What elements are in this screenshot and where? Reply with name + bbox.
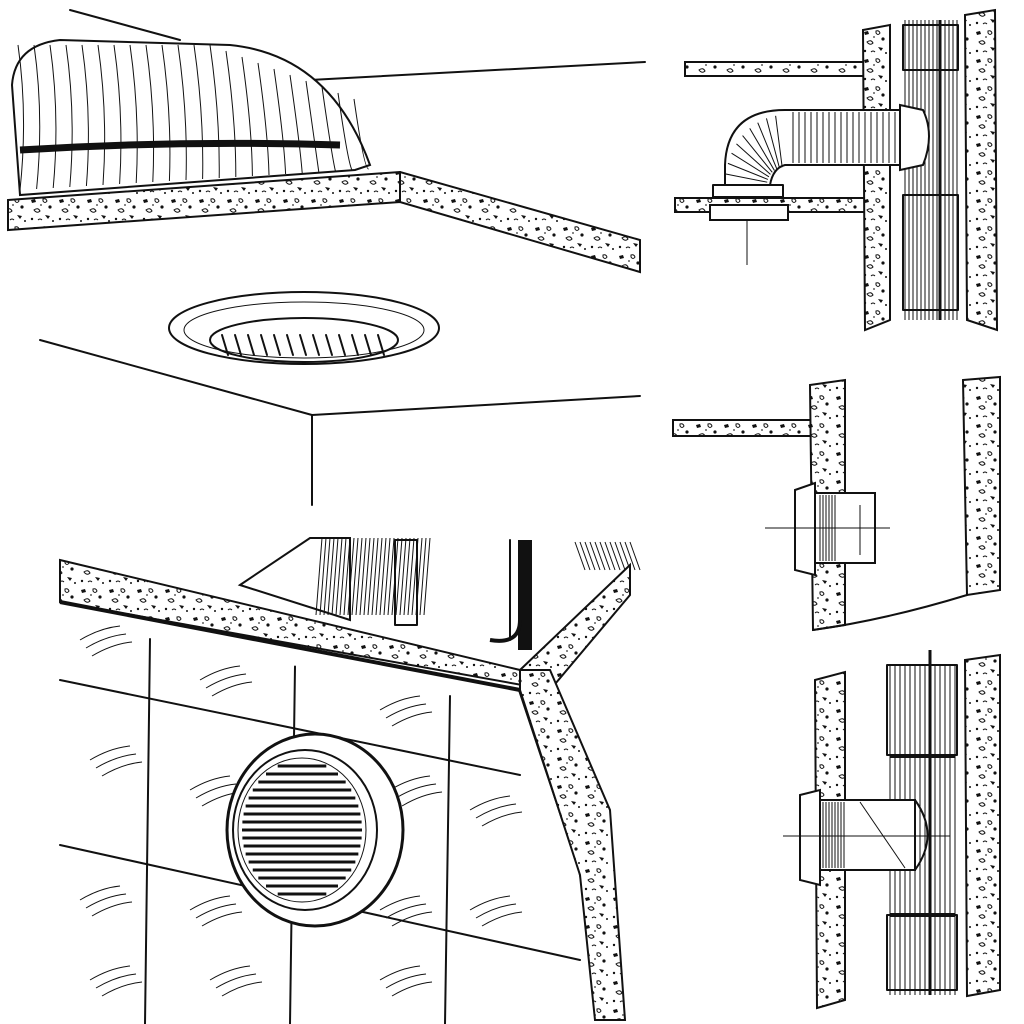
wall-spigot [765, 481, 890, 577]
spigot-duct-drawing [783, 650, 1001, 1010]
wall-grille [225, 732, 405, 928]
wall-cavity [237, 537, 641, 650]
elbow-duct-drawing [674, 8, 999, 332]
tiled-wall-grille-panel [50, 530, 650, 1024]
ceiling-grille [168, 291, 440, 365]
flexible-duct [10, 38, 372, 197]
wall-spigot-drawing [672, 375, 1001, 632]
wall-column [519, 669, 627, 1021]
ceiling-duct-grille-panel [0, 0, 650, 510]
ceiling-duct-grille-drawing [7, 9, 646, 506]
wall-spigot-panel [665, 365, 1024, 635]
elbow-duct-panel [665, 0, 1024, 340]
spigot-duct-panel [665, 650, 1024, 1024]
duct-spigot [783, 788, 950, 887]
tiled-wall-grille-drawing [59, 537, 641, 1024]
elbow-duct [709, 103, 930, 265]
ceiling-slab [7, 170, 641, 274]
